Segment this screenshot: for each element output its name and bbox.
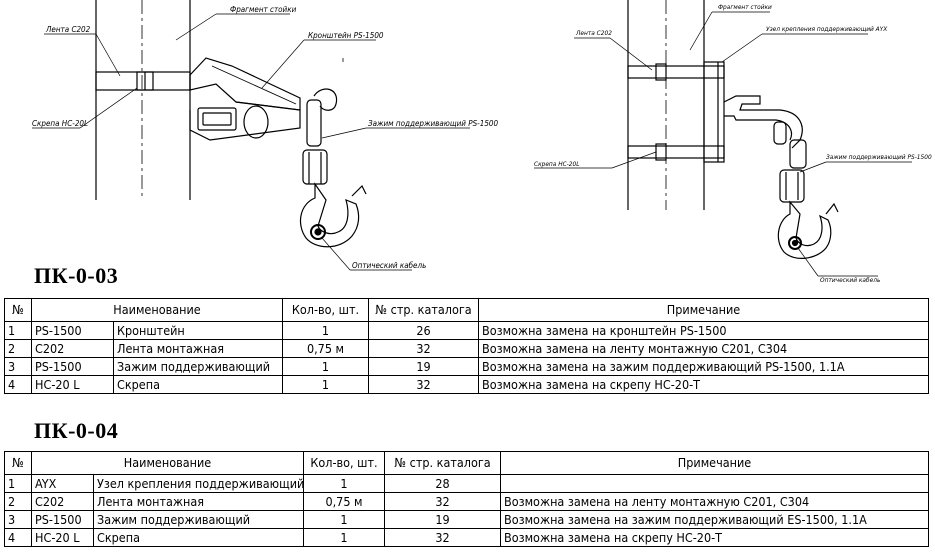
table2-header-row: № Наименование Кол-во, шт. № стр. катало… <box>4 451 929 475</box>
table2-header-no: № <box>4 451 32 475</box>
right-label-clamp: Зажим поддерживающий PS-1500 <box>826 153 932 161</box>
left-optical-cable <box>310 224 326 240</box>
table-row: 4 НС-20 L Скрепа 1 32 Возможна замена на… <box>4 528 929 547</box>
right-label-node: Узел крепления поддерживающий AYX <box>766 25 888 33</box>
right-cable-hook <box>777 200 832 259</box>
left-clamp-link <box>306 99 322 147</box>
left-band <box>95 71 191 91</box>
left-label-fragment: Фрагмент стойки <box>230 5 297 14</box>
right-mount-node <box>703 61 725 163</box>
table2-header-qty: Кол-во, шт. <box>303 451 385 475</box>
table2-title: ПК-0-04 <box>34 418 119 443</box>
table-row: 4 НС-20 L Скрепа 1 32 Возможна замена на… <box>4 375 929 394</box>
table1-header-qty: Кол-во, шт. <box>282 298 369 322</box>
table1-header-page: № стр. каталога <box>368 298 479 322</box>
table2-header-page: № стр. каталога <box>384 451 501 475</box>
right-optical-cable <box>788 236 802 250</box>
table2-header-note: Примечание <box>500 451 929 475</box>
left-assembly-drawing: Фрагмент стойки Лента С202 Кронштейн PS-… <box>32 0 932 284</box>
table1: № Наименование Кол-во, шт. № стр. катало… <box>4 298 929 394</box>
left-bracket <box>189 57 301 111</box>
table-row: 3 PS-1500 Зажим поддерживающий 1 19 Возм… <box>4 357 929 376</box>
left-cable-hook <box>299 182 360 248</box>
right-clamp-body <box>779 169 805 203</box>
table1-header-name: Наименование <box>31 298 283 322</box>
table2-header-name: Наименование <box>31 451 304 475</box>
right-bracket-arm <box>723 95 803 149</box>
left-label-clamp: Зажим поддерживающий PS-1500 <box>368 119 498 128</box>
right-label-clip: Скрепа НС-20L <box>534 160 579 168</box>
left-bracket-lower <box>189 101 301 141</box>
left-label-clip: Скрепа НС-20L <box>32 119 88 128</box>
table-row: 2 С202 Лента монтажная 0,75 м 32 Возможн… <box>4 339 929 358</box>
left-clamp-hook <box>313 88 338 111</box>
table-row: 1 AYX Узел крепления поддерживающий 1 28 <box>4 474 929 493</box>
right-band-top <box>627 65 725 79</box>
right-label-tape: Лента С202 <box>575 29 612 37</box>
table1-header-no: № <box>4 298 32 322</box>
table1-header-row: № Наименование Кол-во, шт. № стр. катало… <box>4 298 929 322</box>
left-label-tape: Лента С202 <box>45 25 91 34</box>
left-label-bracket: Кронштейн PS-1500 <box>308 31 384 40</box>
right-label-cable: Оптический кабель <box>820 276 880 284</box>
right-label-fragment: Фрагмент стойки <box>718 3 772 11</box>
table2: № Наименование Кол-во, шт. № стр. катало… <box>4 451 929 547</box>
right-band-bottom <box>627 145 725 159</box>
left-clamp-body <box>302 149 328 185</box>
left-label-cable: Оптический кабель <box>352 261 426 270</box>
table-row: 1 PS-1500 Кронштейн 1 26 Возможна замена… <box>4 321 929 340</box>
table-row: 2 С202 Лента монтажная 0,75 м 32 Возможн… <box>4 492 929 511</box>
table1-title: ПК-0-03 <box>34 263 119 288</box>
right-assembly-drawing: Фрагмент стойки Узел крепления поддержив… <box>534 0 932 284</box>
table1-header-note: Примечание <box>478 298 929 322</box>
table-row: 3 PS-1500 Зажим поддерживающий 1 19 Возм… <box>4 510 929 529</box>
